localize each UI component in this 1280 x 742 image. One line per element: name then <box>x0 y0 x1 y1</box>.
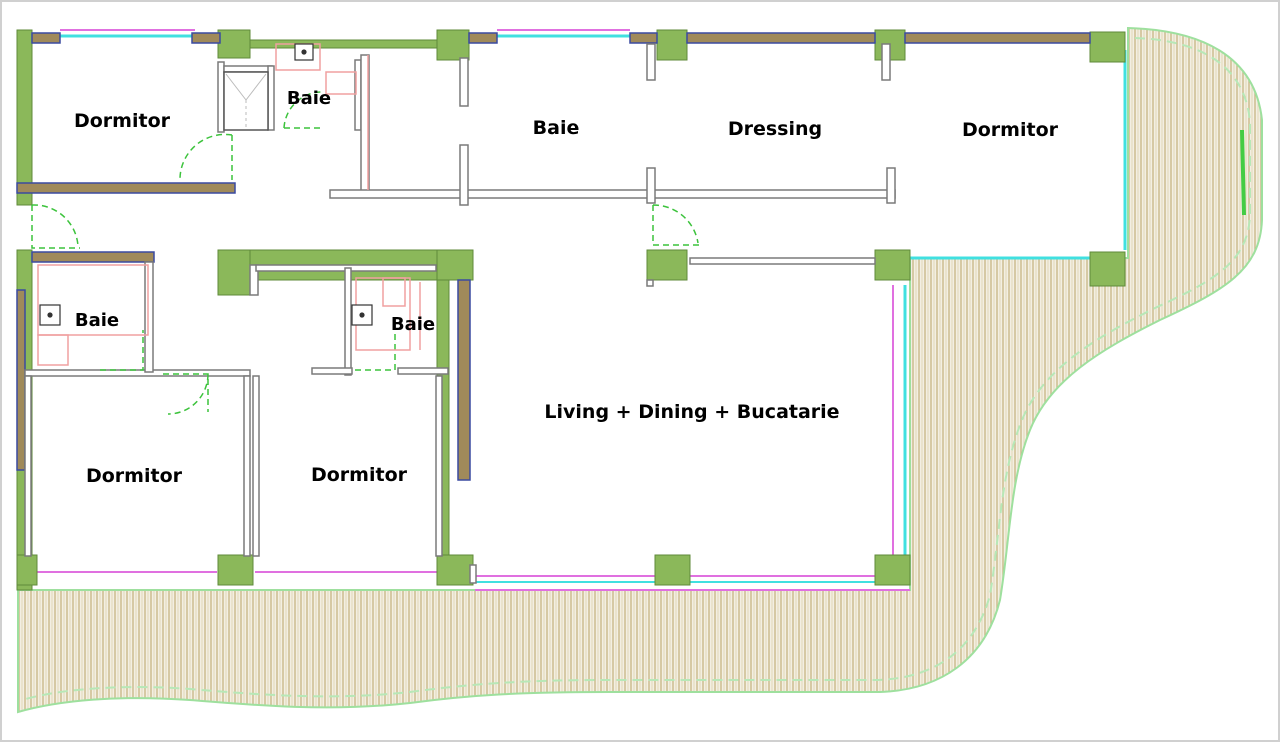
window-bands <box>16 32 1091 481</box>
room-label-dressing: Dressing <box>728 118 822 140</box>
room-label-dormitor-bottom-left: Dormitor <box>86 465 183 487</box>
shower-tray <box>223 71 269 131</box>
terrace-edge-dashed <box>21 37 1251 701</box>
terrace <box>17 26 1263 714</box>
room-label-dormitor-top-left: Dormitor <box>74 110 171 132</box>
room-label-baie-mid-center: Baie <box>391 314 435 335</box>
interior-walls <box>24 43 896 584</box>
room-label-baie-mid-left: Baie <box>75 310 119 331</box>
room-label-baie-top-small: Baie <box>287 88 331 109</box>
terrace-surface <box>17 26 1263 714</box>
room-label-dormitor-bottom-center: Dormitor <box>311 464 408 486</box>
sink-icons <box>39 43 373 326</box>
door-swings <box>31 91 700 415</box>
terrace-edge-green <box>1240 129 1246 216</box>
room-label-baie-top-center: Baie <box>533 117 580 139</box>
glazing <box>37 29 1127 591</box>
room-label-living: Living + Dining + Bucatarie <box>544 401 839 423</box>
structural-walls <box>16 29 1126 591</box>
room-label-dormitor-top-right: Dormitor <box>962 119 1059 141</box>
room-labels: Dormitor Baie Baie Dressing Dormitor Bai… <box>74 88 1059 487</box>
bathroom-fixtures <box>37 43 421 366</box>
